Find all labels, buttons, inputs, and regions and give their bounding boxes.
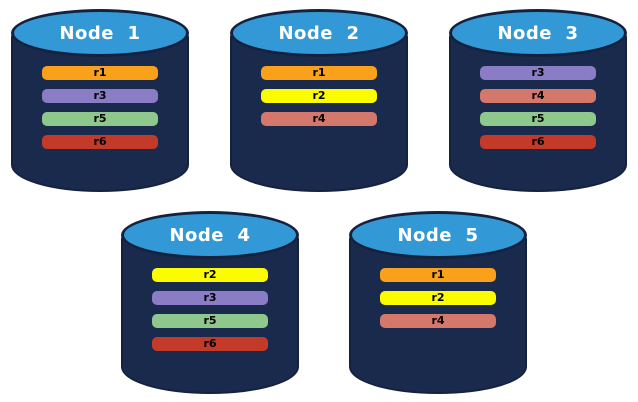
replica-bar-r3: r3 — [152, 291, 268, 305]
node-4-cylinder: Node 4 r2 r3 r5 r6 — [121, 211, 299, 394]
replica-bar-r1: r1 — [42, 66, 158, 80]
node-label: Node 3 — [497, 22, 579, 44]
replica-bar-r1: r1 — [380, 268, 496, 282]
replica-bar-r4: r4 — [261, 112, 377, 126]
cylinder-top: Node 4 — [121, 211, 299, 259]
node-1-cylinder: Node 1 r1 r3 r5 r6 — [11, 9, 189, 192]
node-label: Node 2 — [278, 22, 360, 44]
replica-bar-r1: r1 — [261, 66, 377, 80]
replica-bar-r5: r5 — [42, 112, 158, 126]
cylinder-top: Node 2 — [230, 9, 408, 57]
replica-bar-r6: r6 — [152, 337, 268, 351]
replica-bar-r4: r4 — [480, 89, 596, 103]
replica-bar-r5: r5 — [152, 314, 268, 328]
replica-bar-r2: r2 — [261, 89, 377, 103]
cylinder-top: Node 3 — [449, 9, 627, 57]
replica-list: r3 r4 r5 r6 — [480, 66, 596, 149]
node-label: Node 4 — [169, 224, 251, 246]
replica-bar-r5: r5 — [480, 112, 596, 126]
replica-list: r1 r2 r4 — [261, 66, 377, 126]
node-label: Node 5 — [397, 224, 479, 246]
node-2-cylinder: Node 2 r1 r2 r4 — [230, 9, 408, 192]
cylinder-top: Node 5 — [349, 211, 527, 259]
replica-bar-r2: r2 — [152, 268, 268, 282]
replica-bar-r2: r2 — [380, 291, 496, 305]
replica-bar-r6: r6 — [480, 135, 596, 149]
node-3-cylinder: Node 3 r3 r4 r5 r6 — [449, 9, 627, 192]
replica-list: r1 r2 r4 — [380, 268, 496, 328]
replica-bar-r4: r4 — [380, 314, 496, 328]
cylinder-top: Node 1 — [11, 9, 189, 57]
replica-bar-r6: r6 — [42, 135, 158, 149]
node-5-cylinder: Node 5 r1 r2 r4 — [349, 211, 527, 394]
replica-list: r1 r3 r5 r6 — [42, 66, 158, 149]
replica-bar-r3: r3 — [480, 66, 596, 80]
replica-list: r2 r3 r5 r6 — [152, 268, 268, 351]
replica-bar-r3: r3 — [42, 89, 158, 103]
node-label: Node 1 — [59, 22, 141, 44]
